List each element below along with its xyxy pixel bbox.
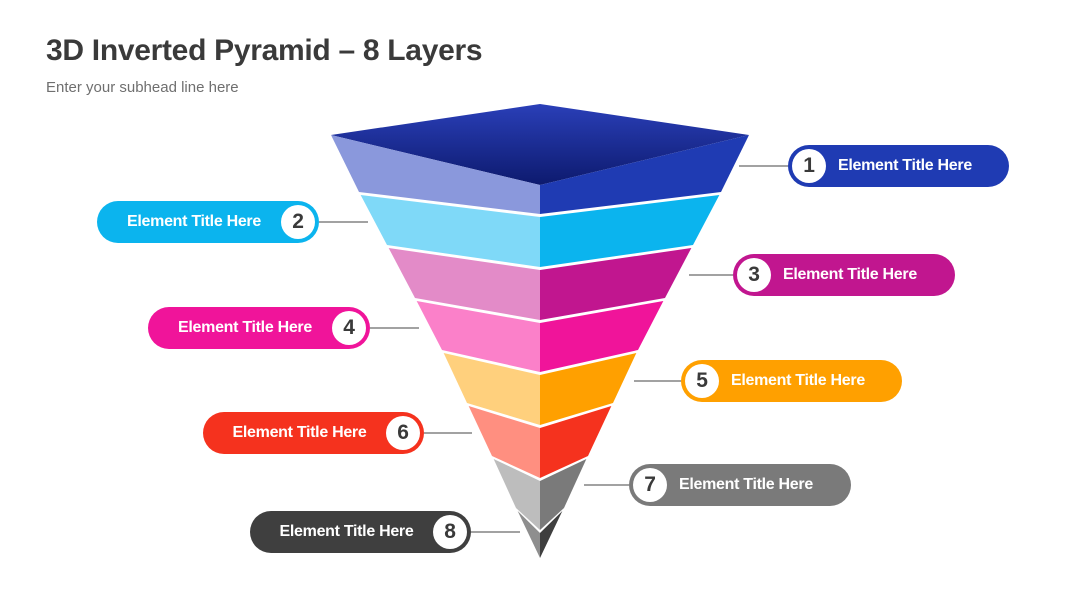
layer-title-label: Element Title Here <box>232 424 367 441</box>
layer-title-label: Element Title Here <box>178 319 312 336</box>
page-subtitle: Enter your subhead line here <box>46 79 239 96</box>
pyramid-top-face <box>331 104 749 185</box>
layer-number-badge: 3 <box>737 258 771 292</box>
layer-number-badge: 7 <box>633 468 667 502</box>
layer-number-badge: 4 <box>332 311 366 345</box>
layer-7-label-pill: 7 Element Title Here <box>629 464 851 506</box>
layer-title-label: Element Title Here <box>679 476 813 493</box>
layer-1-left-face <box>331 135 540 214</box>
layer-number-badge: 8 <box>433 515 467 549</box>
layer-4-right-face <box>540 301 664 372</box>
layer-6-label-pill: 6 Element Title Here <box>203 412 424 454</box>
layer-8-label-pill: 8 Element Title Here <box>250 511 471 553</box>
layer-3-right-face <box>540 248 692 320</box>
layer-3-label-pill: 3 Element Title Here <box>733 254 955 296</box>
layer-7-right-face <box>540 459 587 530</box>
page-title: 3D Inverted Pyramid – 8 Layers <box>46 34 483 67</box>
layer-5-right-face <box>540 353 637 425</box>
layer-5-left-face <box>443 353 540 425</box>
layer-4-left-face <box>416 301 540 372</box>
layer-title-label: Element Title Here <box>279 523 414 540</box>
layer-3-left-face <box>388 248 540 320</box>
layer-8-left-face <box>517 511 540 558</box>
layer-number-badge: 6 <box>386 416 420 450</box>
layer-title-label: Element Title Here <box>838 157 972 174</box>
layer-6-left-face <box>468 406 540 478</box>
layer-number-badge: 1 <box>792 149 826 183</box>
layer-title-label: Element Title Here <box>127 213 261 230</box>
layer-4-label-pill: 4 Element Title Here <box>148 307 370 349</box>
layer-2-right-face <box>540 195 720 267</box>
layer-number-badge: 5 <box>685 364 719 398</box>
layer-8-right-face <box>540 511 563 558</box>
layer-7-left-face <box>493 459 540 530</box>
layer-number-badge: 2 <box>281 205 315 239</box>
layer-2-left-face <box>360 195 540 267</box>
layer-title-label: Element Title Here <box>783 266 917 283</box>
layer-1-right-face <box>540 135 749 214</box>
layer-5-label-pill: 5 Element Title Here <box>681 360 902 402</box>
layer-1-label-pill: 1 Element Title Here <box>788 145 1009 187</box>
layer-2-label-pill: 2 Element Title Here <box>97 201 319 243</box>
layer-title-label: Element Title Here <box>731 372 865 389</box>
layer-6-right-face <box>540 406 612 478</box>
